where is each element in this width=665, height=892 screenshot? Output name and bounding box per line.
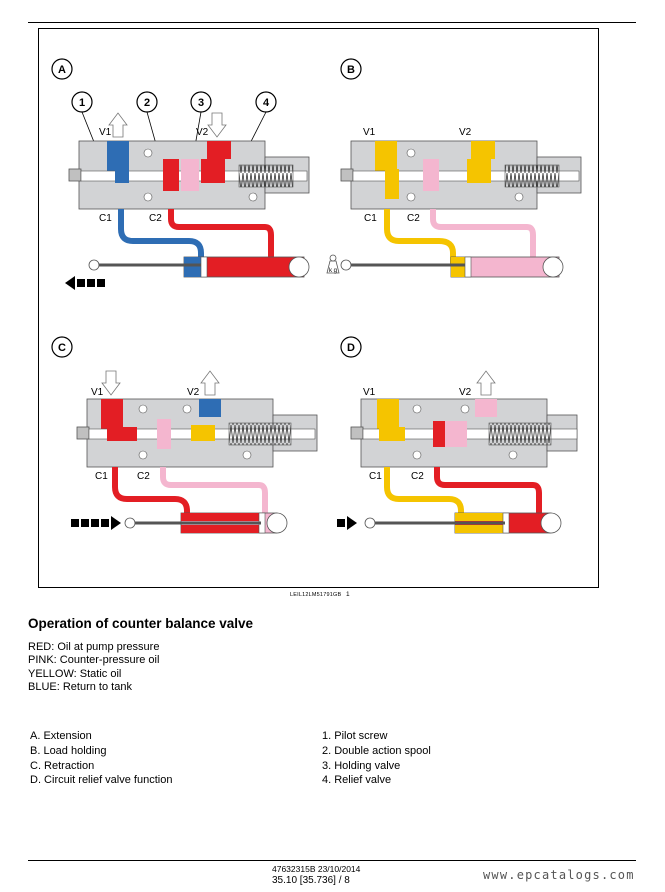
document-id: 47632315B 23/10/2014 xyxy=(272,864,361,874)
legend-pink: PINK: Counter-pressure oil xyxy=(28,654,160,667)
svg-text:V1: V1 xyxy=(363,127,376,138)
function-item: A. Extension xyxy=(30,730,92,742)
svg-text:B: B xyxy=(347,64,355,76)
valve-diagram: A 1 2 3 4 xyxy=(51,58,582,534)
legend-blue: BLUE: Return to tank xyxy=(28,681,132,694)
figure-number: 1 xyxy=(346,591,350,598)
panel-b-badge xyxy=(340,58,362,80)
page-number: 35.10 [35.736] / 8 xyxy=(272,875,350,886)
callout-1: 1 xyxy=(71,91,107,173)
svg-text:C1: C1 xyxy=(364,213,377,224)
svg-text:1: 1 xyxy=(79,97,85,109)
svg-text:V2: V2 xyxy=(187,387,200,398)
header-rule xyxy=(28,22,636,23)
site-watermark: www.epcatalogs.com xyxy=(483,868,635,882)
svg-text:V1: V1 xyxy=(363,387,376,398)
panel-a-letter: A xyxy=(58,64,66,76)
svg-text:2: 2 xyxy=(144,97,150,109)
function-item: D. Circuit relief valve function xyxy=(30,774,173,787)
svg-text:C2: C2 xyxy=(407,213,420,224)
component-item: 1. Pilot screw xyxy=(322,730,388,742)
svg-text:C1: C1 xyxy=(369,471,382,482)
svg-text:D: D xyxy=(347,342,355,354)
component-item: 2. Double action spool xyxy=(322,744,431,757)
svg-text:V2: V2 xyxy=(459,127,472,138)
panel-b: B V1 V2 C1 C2 xyxy=(326,58,582,278)
color-legend: RED: Oil at pump pressure PINK: Counter-… xyxy=(28,641,159,695)
section-title: Operation of counter balance valve xyxy=(28,616,254,631)
panel-d-badge xyxy=(340,336,362,358)
panel-a-badge xyxy=(51,58,73,80)
function-list: A. Extension B. Load holding C. Retracti… xyxy=(30,729,172,788)
component-item: 3. Holding valve xyxy=(322,759,401,772)
svg-text:V1: V1 xyxy=(99,127,112,138)
component-list: 1. Pilot screw 2. Double action spool 3.… xyxy=(322,729,431,788)
svg-text:V1: V1 xyxy=(91,387,104,398)
function-item: B. Load holding xyxy=(30,744,107,757)
legend-red: RED: Oil at pump pressure xyxy=(28,641,160,653)
function-item: C. Retraction xyxy=(30,759,95,772)
svg-text:C2: C2 xyxy=(411,471,424,482)
panel-c-badge xyxy=(51,336,73,358)
callout-2: 2 xyxy=(136,91,164,170)
callout-3: 3 xyxy=(190,91,212,170)
svg-text:C2: C2 xyxy=(137,471,150,482)
figure-code: LEIL12LM51791GB xyxy=(290,592,342,598)
component-item: 4. Relief valve xyxy=(322,774,392,787)
panel-d: D V1 V2 C1 C2 xyxy=(337,336,578,534)
svg-text:C1: C1 xyxy=(95,471,108,482)
legend-yellow: YELLOW: Static oil xyxy=(28,667,122,680)
svg-text:V2: V2 xyxy=(459,387,472,398)
svg-text:k g: k g xyxy=(329,268,337,274)
svg-text:C2: C2 xyxy=(149,213,162,224)
svg-text:4: 4 xyxy=(263,97,270,109)
footer-rule xyxy=(28,860,636,861)
valve-figure: A 1 2 3 4 xyxy=(38,28,599,588)
panel-c: C V1 V2 C1 C2 xyxy=(51,336,318,534)
svg-text:C: C xyxy=(58,342,66,354)
svg-text:C1: C1 xyxy=(99,213,112,224)
panel-a: A 1 2 3 4 xyxy=(51,58,310,290)
svg-text:3: 3 xyxy=(198,97,204,109)
svg-text:V2: V2 xyxy=(196,127,209,138)
